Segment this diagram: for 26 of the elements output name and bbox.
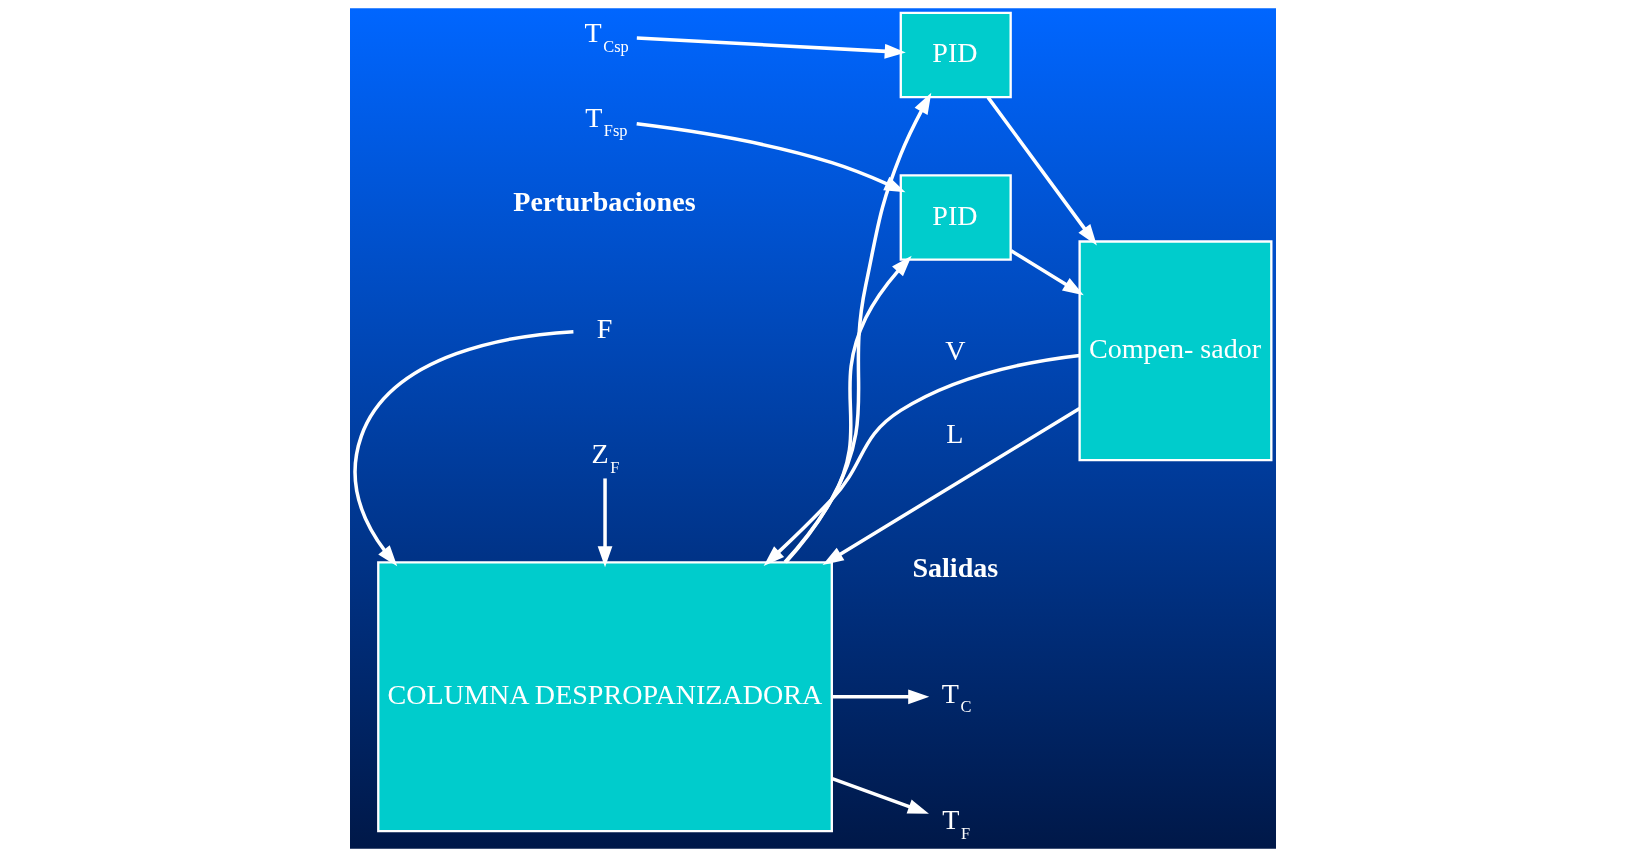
node-text: Z$_{F}$: [591, 438, 619, 477]
arrow: [352, 329, 574, 567]
arrow: [597, 478, 612, 568]
node-text: T$_{Fsp}$: [584, 101, 628, 141]
node-box: COLUMNA DESPROPANIZADORA: [376, 561, 833, 833]
label: Salidas: [911, 551, 998, 583]
arrow: [831, 689, 929, 705]
arrow: [783, 92, 931, 564]
arrow: [763, 353, 1080, 566]
arrow: [783, 255, 912, 564]
arrow: [831, 777, 929, 814]
arrow: [636, 36, 906, 59]
arrow: [636, 122, 905, 193]
node-text: F: [596, 313, 612, 345]
node-box: PID: [899, 11, 1012, 99]
node-text: T$_{F}$: [941, 804, 970, 843]
node-box: Compen- sador: [1077, 240, 1272, 462]
arrow: [986, 96, 1097, 246]
arrow: [822, 407, 1080, 565]
node-box: PID: [899, 174, 1012, 261]
node-text: T$_{C}$: [941, 677, 971, 717]
edge-label: L: [945, 418, 964, 450]
edge-label: V: [944, 335, 965, 367]
node-text: T$_{Csp}$: [584, 17, 629, 56]
arrow: [1009, 249, 1084, 296]
label: Perturbaciones: [512, 185, 696, 217]
